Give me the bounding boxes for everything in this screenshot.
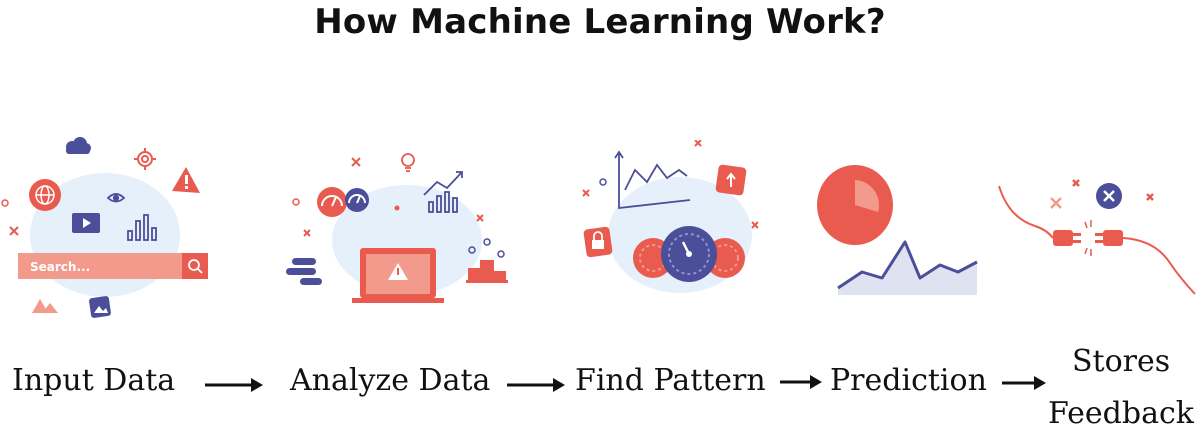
step-label-find-pattern: Find Pattern xyxy=(575,363,766,398)
data-pills-icon xyxy=(286,258,322,285)
prediction-illustration xyxy=(817,165,978,295)
x-mark-icon xyxy=(9,226,19,236)
input-data-illustration: Search... xyxy=(1,137,208,318)
dot-icon xyxy=(1,199,9,207)
x-mark-icon xyxy=(582,140,759,229)
gauge-icon xyxy=(633,226,745,282)
dot-icon xyxy=(292,198,300,206)
step-label-input-data: Input Data xyxy=(12,363,176,398)
trend-chart-icon xyxy=(614,150,691,210)
flow-arrow-3 xyxy=(780,375,822,389)
dot-icon xyxy=(599,178,607,186)
gear-icon xyxy=(134,148,156,170)
gauge-icon xyxy=(317,187,369,217)
image-icon xyxy=(89,296,111,318)
x-mark-icon xyxy=(351,157,484,222)
lock-icon xyxy=(583,226,613,258)
pie-chart-icon xyxy=(817,165,893,245)
flow-arrow-2 xyxy=(507,378,565,392)
diagram-title: How Machine Learning Work? xyxy=(314,2,886,42)
flow-arrow-4 xyxy=(1002,376,1046,390)
search-icon[interactable] xyxy=(188,259,203,274)
step-label-analyze-data: Analyze Data xyxy=(290,363,491,398)
podium-icon xyxy=(466,238,508,283)
find-pattern-illustration xyxy=(582,140,759,293)
plug-icon xyxy=(998,185,1196,295)
stores-feedback-illustration xyxy=(998,179,1196,295)
globe-icon xyxy=(29,179,61,211)
close-icon xyxy=(1096,183,1122,209)
step-label-stores: Stores xyxy=(1072,344,1171,379)
x-mark-icon xyxy=(1050,179,1154,209)
flow-arrow-1 xyxy=(205,378,263,392)
analyze-data-illustration xyxy=(286,153,508,303)
search-bar[interactable] xyxy=(18,253,208,279)
line-chart-icon xyxy=(837,240,978,290)
step-label-feedback: Feedback xyxy=(1048,396,1194,431)
eye-icon xyxy=(106,193,126,203)
search-input[interactable]: Search... xyxy=(30,260,90,274)
bar-chart-icon xyxy=(127,214,157,241)
area-fill xyxy=(838,242,977,295)
video-icon xyxy=(72,213,100,233)
cloud-icon xyxy=(66,137,91,154)
dot-icon xyxy=(394,205,400,211)
step-label-prediction: Prediction xyxy=(830,363,987,398)
laptop-icon xyxy=(352,248,444,303)
x-mark-icon xyxy=(303,229,311,237)
up-arrow-icon xyxy=(715,164,747,196)
lightbulb-icon xyxy=(401,153,415,172)
trend-chart-icon xyxy=(423,171,463,213)
warning-icon xyxy=(172,167,200,193)
mountains-icon xyxy=(32,299,58,313)
